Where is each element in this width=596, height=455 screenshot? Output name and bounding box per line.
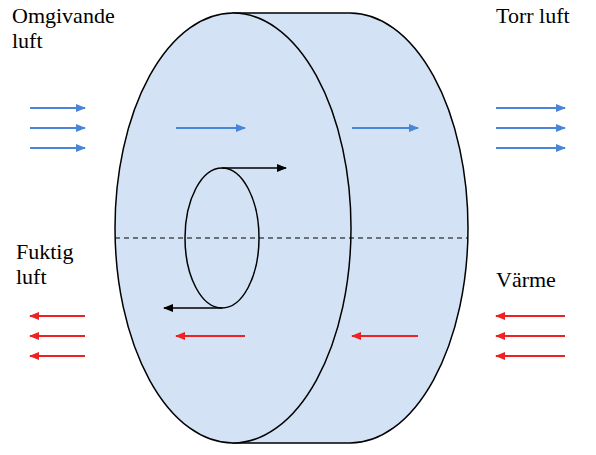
heat-label: Värme <box>496 268 594 293</box>
air-inlet-label: Omgivande luft <box>12 4 132 53</box>
air-outlet-label: Torr luft <box>496 4 594 29</box>
exhaust-label: Fuktig luft <box>16 240 98 289</box>
